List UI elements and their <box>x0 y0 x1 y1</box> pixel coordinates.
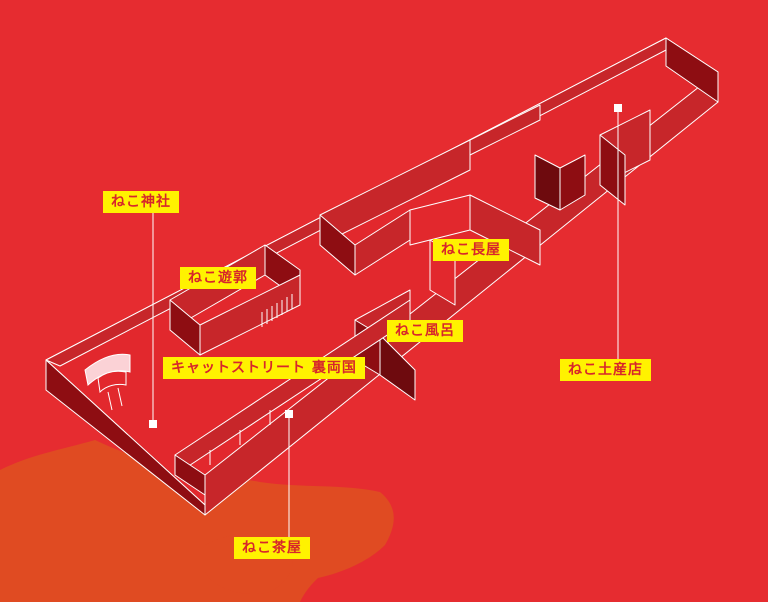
torii-gate <box>84 353 131 411</box>
label-neko-nagaya: ねこ長屋 <box>433 239 509 261</box>
label-cat-street: キャットストリート 裏両国 <box>163 357 365 379</box>
leader-marker <box>285 410 293 418</box>
partition <box>469 104 541 156</box>
label-neko-furo: ねこ風呂 <box>387 320 463 342</box>
partition <box>599 134 626 206</box>
street-wall <box>174 454 206 496</box>
leader-marker <box>614 104 622 112</box>
label-neko-chaya: ねこ茶屋 <box>234 537 310 559</box>
leader-marker <box>149 420 157 428</box>
ground-splash <box>0 440 394 602</box>
label-neko-jinja: ねこ神社 <box>103 191 179 213</box>
label-neko-miyage: ねこ土産店 <box>560 359 651 381</box>
partition <box>559 154 586 211</box>
outer-wall-end <box>665 37 719 103</box>
yukaku-lattice <box>261 294 293 327</box>
label-neko-yukaku: ねこ遊郭 <box>180 267 256 289</box>
partition <box>469 194 541 266</box>
partition <box>379 334 416 401</box>
yukaku-wall <box>199 274 301 356</box>
